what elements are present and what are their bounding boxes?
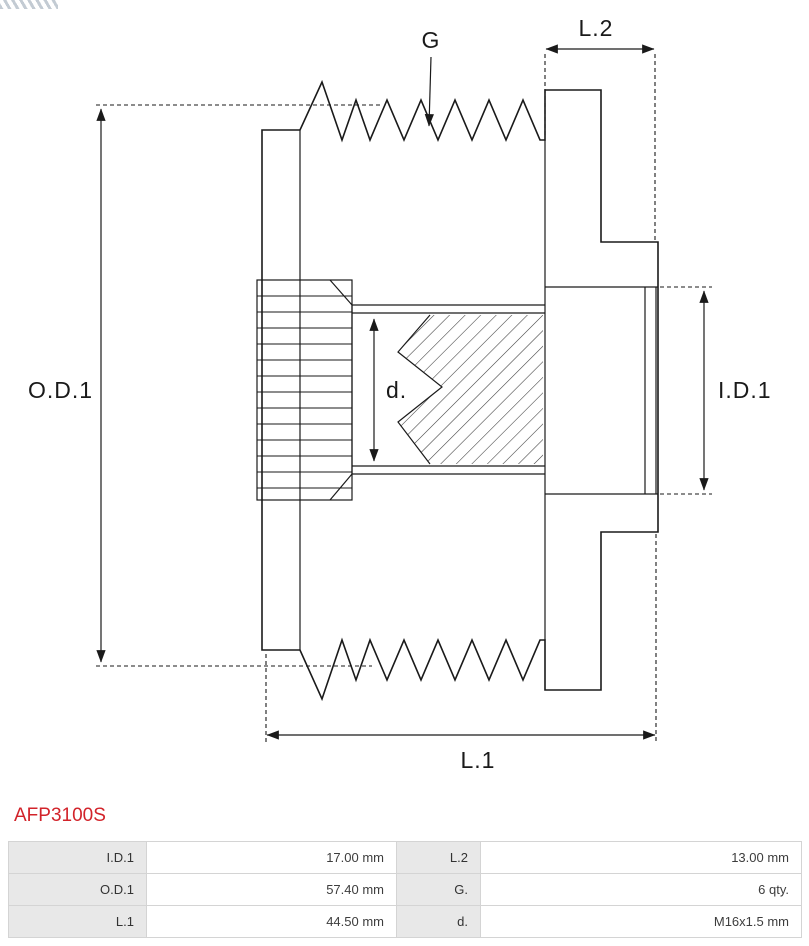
- dim-value-l1: 44.50 mm: [146, 905, 397, 938]
- dim-label-l1: L.1: [8, 905, 147, 938]
- label-od1: O.D.1: [28, 377, 93, 403]
- part-number-link[interactable]: AFP3100S: [14, 805, 106, 826]
- thread-profile-zigzag: [397, 314, 443, 465]
- dimension-od1: O.D.1: [28, 104, 380, 667]
- pulley-technical-drawing: O.D.1 L.1 L.2 I.D.1 d.: [28, 15, 772, 773]
- table-row: I.D.1 17.00 mm L.2 13.00 mm: [8, 841, 802, 874]
- dim-value-g: 6 qty.: [480, 873, 802, 906]
- dim-value-l2: 13.00 mm: [480, 841, 802, 874]
- dimension-id1: I.D.1: [548, 286, 772, 495]
- dim-label-l2: L.2: [396, 841, 481, 874]
- table-row: O.D.1 57.40 mm G. 6 qty.: [8, 873, 802, 906]
- label-l1: L.1: [461, 747, 496, 773]
- label-g: G: [422, 27, 441, 53]
- dim-label-d: d.: [396, 905, 481, 938]
- label-id1: I.D.1: [718, 377, 772, 403]
- brand-logo-fragment: [0, 0, 58, 9]
- label-d: d.: [386, 377, 407, 403]
- dim-value-id1: 17.00 mm: [146, 841, 397, 874]
- threaded-bore-section: [351, 304, 545, 475]
- dim-value-d: M16x1.5 mm: [480, 905, 802, 938]
- pulley-interior-lines: [299, 130, 546, 650]
- dimension-g: G: [422, 27, 441, 127]
- dimension-l1: L.1: [265, 534, 657, 773]
- dimension-d: d.: [369, 318, 407, 462]
- table-row: L.1 44.50 mm d. M16x1.5 mm: [8, 905, 802, 938]
- dim-label-id1: I.D.1: [8, 841, 147, 874]
- dim-value-od1: 57.40 mm: [146, 873, 397, 906]
- dim-label-g: G.: [396, 873, 481, 906]
- label-l2: L.2: [579, 15, 614, 41]
- dim-label-od1: O.D.1: [8, 873, 147, 906]
- dimension-l2: L.2: [544, 15, 656, 240]
- thread-hatch: [398, 315, 543, 464]
- dimensions-table: I.D.1 17.00 mm L.2 13.00 mm O.D.1 57.40 …: [8, 841, 802, 938]
